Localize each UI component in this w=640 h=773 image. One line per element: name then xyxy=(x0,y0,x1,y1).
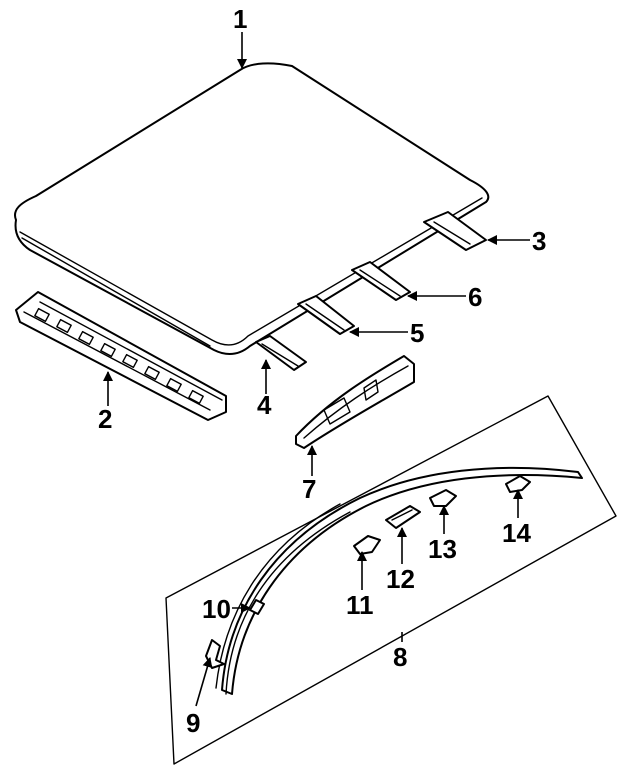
molding-clip-13 xyxy=(429,489,457,507)
roof-reinforcement xyxy=(295,355,415,449)
callout-4: 4 xyxy=(257,390,272,420)
roof-panel xyxy=(14,62,490,356)
roof-bow-6 xyxy=(351,261,411,301)
roof-bow-5 xyxy=(297,295,355,335)
callout-9: 9 xyxy=(186,708,200,738)
callout-1: 1 xyxy=(233,4,247,34)
callout-8: 8 xyxy=(393,642,407,672)
callout-3: 3 xyxy=(532,226,546,256)
callout-12: 12 xyxy=(386,564,415,594)
callout-13: 13 xyxy=(428,534,457,564)
molding-clip-12 xyxy=(385,505,421,529)
callout-6: 6 xyxy=(468,282,482,312)
callout-5: 5 xyxy=(410,318,424,348)
roof-bow-4 xyxy=(255,335,307,371)
callout-7: 7 xyxy=(302,474,316,504)
callout-2: 2 xyxy=(98,404,112,434)
molding-clip-14 xyxy=(505,475,531,493)
front-header-panel xyxy=(15,291,227,421)
molding-parts-box xyxy=(165,395,617,765)
leader-9 xyxy=(195,657,213,707)
callout-11: 11 xyxy=(346,590,374,620)
callout-14: 14 xyxy=(502,518,531,548)
molding-clip-10 xyxy=(249,599,265,615)
rear-roof-bow xyxy=(423,211,487,251)
molding-clip-11 xyxy=(353,535,381,555)
callout-labels: 1 2 3 4 5 6 7 8 9 10 11 12 13 14 xyxy=(98,4,546,738)
callout-leaders xyxy=(103,32,530,707)
callout-10: 10 xyxy=(202,594,231,624)
